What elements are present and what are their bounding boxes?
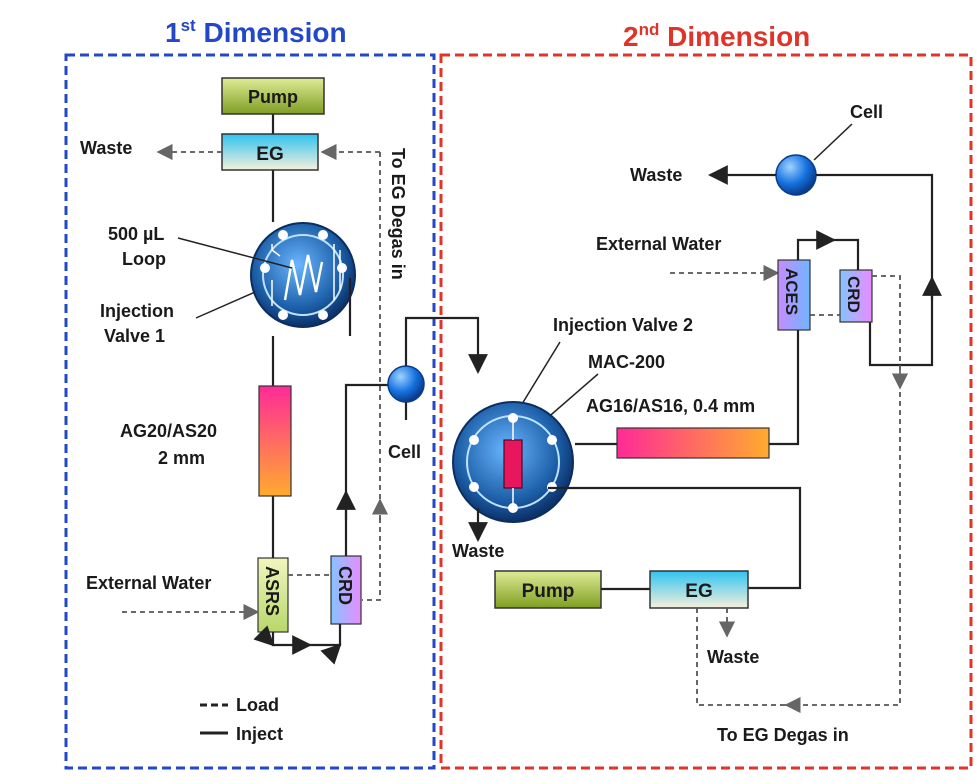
column-2-label: AG16/AS16, 0.4 mm <box>586 396 755 416</box>
crd-2-label: CRD <box>844 276 863 313</box>
legend: Load Inject <box>200 695 283 744</box>
crd-1-label: CRD <box>335 566 355 605</box>
legend-load: Load <box>236 695 279 715</box>
waste-2-top-label: Waste <box>630 165 682 185</box>
pump-2-label: Pump <box>522 581 575 602</box>
eluent-generator-1: EG <box>221 133 319 171</box>
injection-valve-1-line1: Injection <box>100 301 174 321</box>
column-ag16-as16 <box>616 427 770 459</box>
legend-inject: Inject <box>236 724 283 744</box>
column-ag20-as20 <box>258 385 292 497</box>
eg-1-label: EG <box>256 144 283 165</box>
loop-label-line1: 500 µL <box>108 224 164 244</box>
injection-valve-2-label: Injection Valve 2 <box>553 315 693 335</box>
crd-2: CRD <box>839 269 873 323</box>
dimension-1-frame <box>64 53 436 770</box>
column-1-label-line1: AG20/AS20 <box>120 421 217 441</box>
cell-1-label: Cell <box>388 442 421 462</box>
column-1-label-line2: 2 mm <box>158 448 205 468</box>
pump-2: Pump <box>494 570 602 609</box>
external-water-2-label: External Water <box>596 234 721 254</box>
injection-valve-2 <box>452 401 574 523</box>
mac-200-concentrator <box>503 439 523 489</box>
to-eg-degas-label-1: To EG Degas in <box>388 148 408 280</box>
cell-2-label: Cell <box>850 102 883 122</box>
waste-1-label: Waste <box>80 138 132 158</box>
conductivity-cell-1 <box>387 365 425 403</box>
waste-eg-2-label: Waste <box>707 647 759 667</box>
asrs-suppressor: ASRS <box>257 557 289 633</box>
asrs-label: ASRS <box>262 566 282 616</box>
injection-valve-1-line2: Valve 1 <box>104 326 165 346</box>
injection-valve-1 <box>250 222 356 328</box>
eg-2-label: EG <box>685 581 712 602</box>
external-water-1-label: External Water <box>86 573 211 593</box>
mac-200-label: MAC-200 <box>588 352 665 372</box>
aces-label: ACES <box>782 268 801 315</box>
pump-1-label: Pump <box>248 87 298 107</box>
aces-suppressor: ACES <box>777 259 811 331</box>
eluent-generator-2: EG <box>649 570 749 609</box>
dimension-2-frame <box>439 53 973 770</box>
dimension-1-title: 1st Dimension <box>165 16 347 48</box>
loop-label-line2: Loop <box>122 249 166 269</box>
crd-1: CRD <box>330 555 362 625</box>
dimension-2-title: 2nd Dimension <box>623 20 810 52</box>
to-eg-degas-label-2: To EG Degas in <box>717 725 849 745</box>
waste-valve-2-label: Waste <box>452 541 504 561</box>
conductivity-cell-2 <box>775 154 817 196</box>
pump-1: Pump <box>221 77 325 115</box>
